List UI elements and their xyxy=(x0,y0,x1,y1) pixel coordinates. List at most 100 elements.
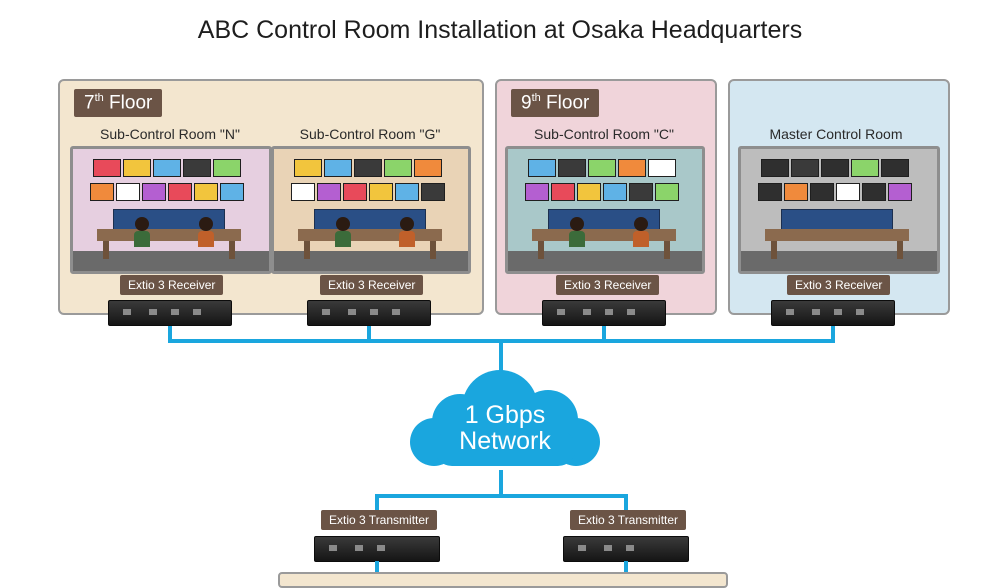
transmitter-label-1: Extio 3 Transmitter xyxy=(321,510,438,530)
operator-head xyxy=(570,217,584,231)
bottom-panel-edge xyxy=(278,572,728,588)
room-floor xyxy=(508,251,702,271)
desk-leg xyxy=(103,241,109,259)
operator-body xyxy=(198,231,214,247)
port xyxy=(626,545,634,551)
monitor-screen xyxy=(836,183,860,201)
monitor-screen xyxy=(153,159,181,177)
monitor-screen xyxy=(810,183,834,201)
network-line xyxy=(831,326,835,343)
monitor-screen xyxy=(93,159,121,177)
monitor-screen xyxy=(116,183,140,201)
monitor-screen xyxy=(588,159,616,177)
operator-body xyxy=(335,231,351,247)
room-n-illustration xyxy=(70,146,272,274)
port xyxy=(583,309,591,315)
monitor-screen xyxy=(618,159,646,177)
network-line xyxy=(375,561,379,573)
floor-7-number: 7 xyxy=(84,92,95,114)
transmitter-device-2 xyxy=(563,536,689,562)
monitor-screen xyxy=(354,159,382,177)
control-desk xyxy=(532,229,676,241)
monitor-screen xyxy=(551,183,575,201)
port xyxy=(193,309,201,315)
monitor-screen xyxy=(577,183,601,201)
port xyxy=(149,309,157,315)
port xyxy=(392,309,400,315)
desk-leg xyxy=(664,241,670,259)
control-desk xyxy=(765,229,909,241)
port xyxy=(812,309,820,315)
monitor-screen xyxy=(194,183,218,201)
network-line xyxy=(624,494,628,510)
monitor-screen xyxy=(629,183,653,201)
mixing-console xyxy=(781,209,893,231)
operator-head xyxy=(400,217,414,231)
room-floor xyxy=(274,251,468,271)
operator-head xyxy=(199,217,213,231)
receiver-device-master xyxy=(771,300,895,326)
room-floor xyxy=(741,251,937,271)
monitor-screen xyxy=(881,159,909,177)
monitor-screen xyxy=(821,159,849,177)
room-g-illustration xyxy=(271,146,471,274)
floor-7-suffix: th xyxy=(94,92,104,104)
monitor-screen xyxy=(851,159,879,177)
port xyxy=(856,309,864,315)
port xyxy=(786,309,794,315)
monitor-screen xyxy=(384,159,412,177)
network-line xyxy=(624,561,628,573)
operator-body xyxy=(134,231,150,247)
monitor-screen xyxy=(791,159,819,177)
port xyxy=(329,545,337,551)
diagram-title: ABC Control Room Installation at Osaka H… xyxy=(197,16,803,44)
monitor-screen xyxy=(324,159,352,177)
desk-leg xyxy=(538,241,544,259)
receiver-label-n: Extio 3 Receiver xyxy=(120,275,224,295)
monitor-screen xyxy=(603,183,627,201)
transmitter-label-2: Extio 3 Transmitter xyxy=(570,510,687,530)
port xyxy=(355,545,363,551)
monitor-screen xyxy=(421,183,445,201)
monitor-screen xyxy=(784,183,808,201)
desk-leg xyxy=(430,241,436,259)
monitor-screen xyxy=(655,183,679,201)
port xyxy=(557,309,565,315)
desk-leg xyxy=(229,241,235,259)
monitor-screen xyxy=(395,183,419,201)
room-c-illustration xyxy=(505,146,705,274)
monitor-screen xyxy=(761,159,789,177)
port xyxy=(171,309,179,315)
network-cloud-icon xyxy=(410,370,600,466)
receiver-device-g xyxy=(307,300,431,326)
monitor-screen xyxy=(648,159,676,177)
port xyxy=(604,545,612,551)
desk-leg xyxy=(771,241,777,259)
operator-body xyxy=(633,231,649,247)
monitor-screen xyxy=(213,159,241,177)
monitor-screen xyxy=(317,183,341,201)
room-master-label: Master Control Room xyxy=(769,126,903,142)
port xyxy=(370,309,378,315)
room-master-illustration xyxy=(738,146,940,274)
floor-9-suffix: th xyxy=(531,92,541,104)
operator-head xyxy=(634,217,648,231)
monitor-screen xyxy=(369,183,393,201)
port xyxy=(322,309,330,315)
port xyxy=(627,309,635,315)
control-desk xyxy=(97,229,241,241)
network-line xyxy=(367,326,371,343)
monitor-screen xyxy=(220,183,244,201)
monitor-screen xyxy=(90,183,114,201)
network-line xyxy=(375,494,379,510)
network-line xyxy=(499,470,503,496)
network-line xyxy=(168,326,172,343)
operator-head xyxy=(135,217,149,231)
monitor-screen xyxy=(294,159,322,177)
monitor-screen xyxy=(343,183,367,201)
desk-leg xyxy=(897,241,903,259)
monitor-screen xyxy=(183,159,211,177)
control-desk xyxy=(298,229,442,241)
port xyxy=(605,309,613,315)
transmitter-device-1 xyxy=(314,536,440,562)
